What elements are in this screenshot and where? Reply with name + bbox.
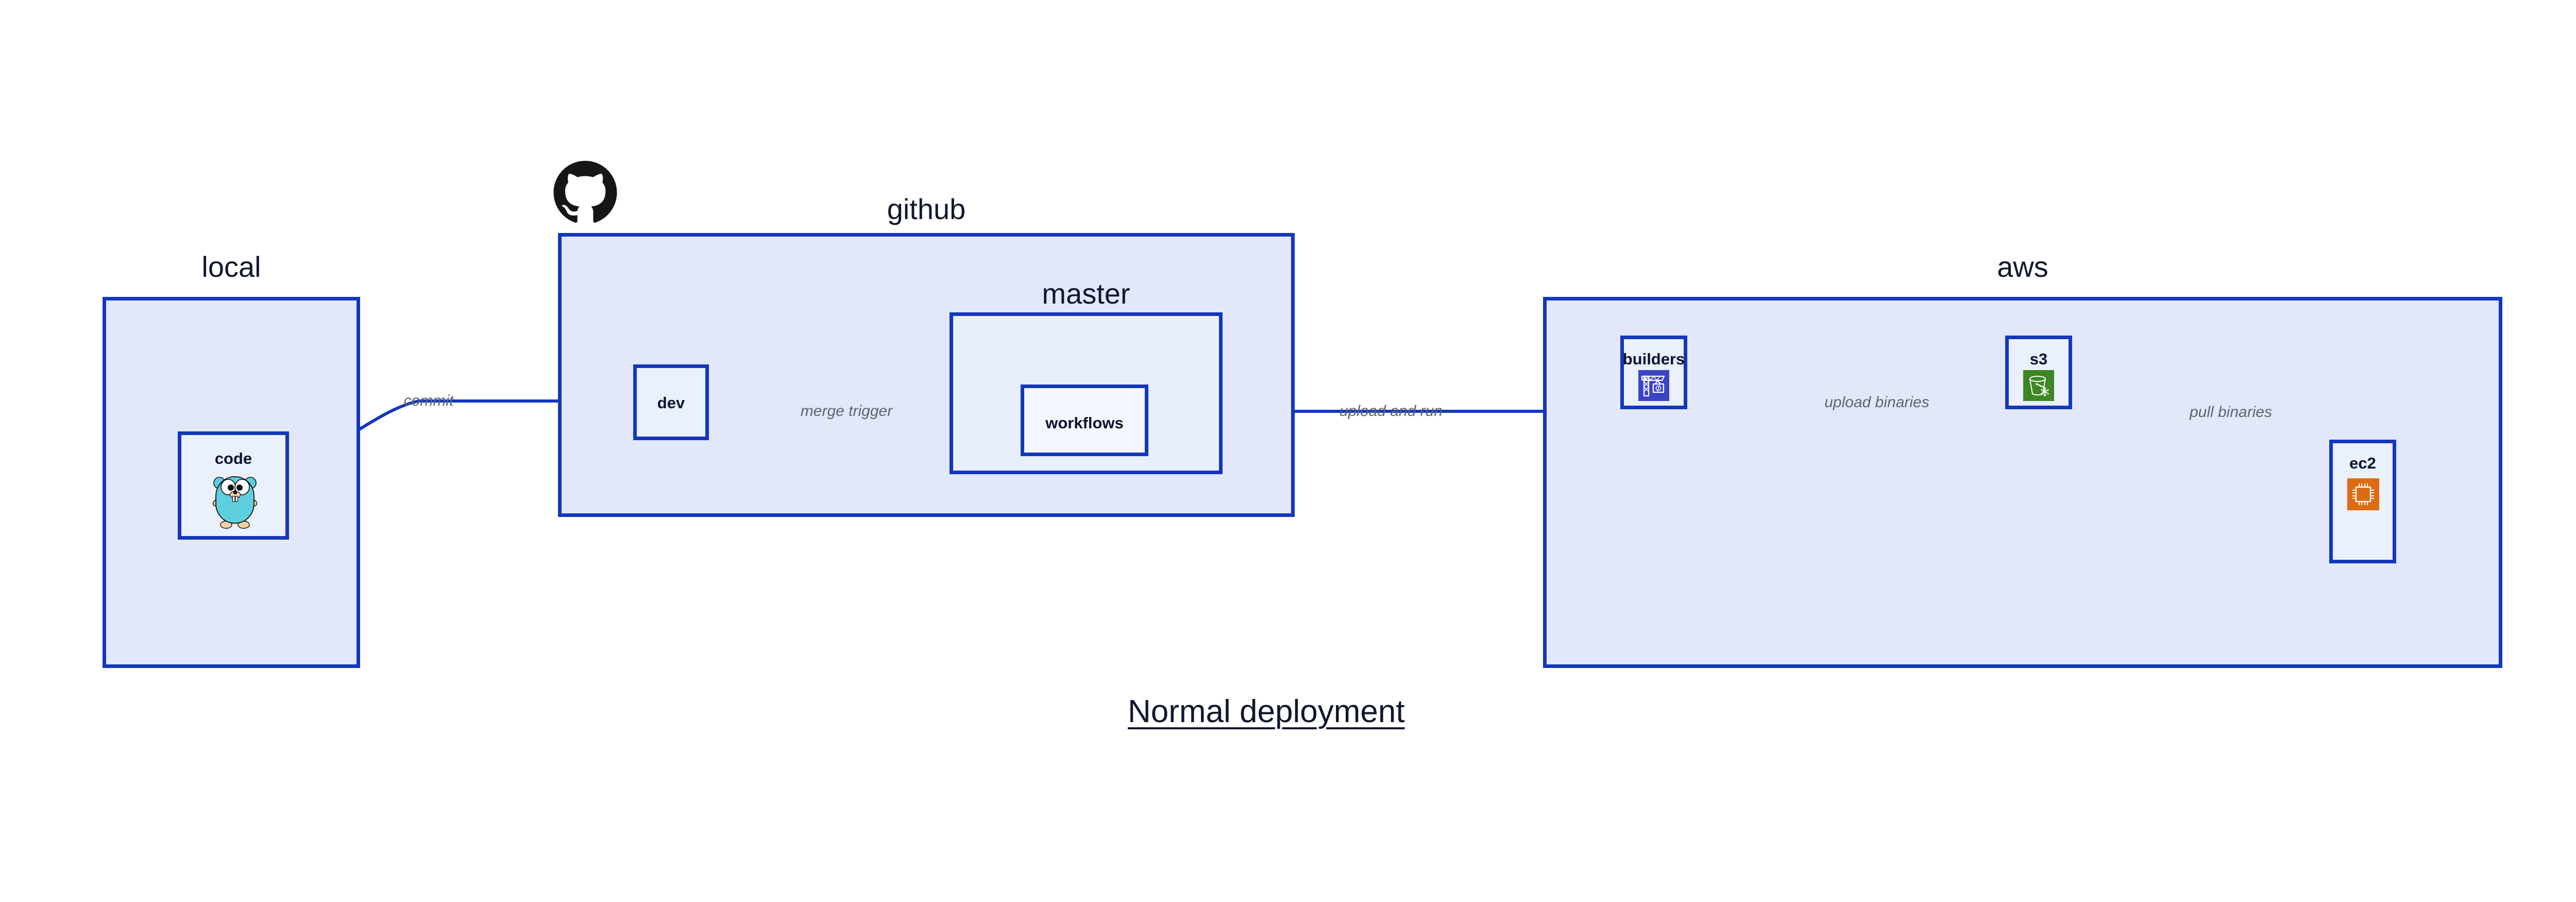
node-label-code: code xyxy=(214,449,252,467)
node-box-dev[interactable] xyxy=(633,364,709,440)
node-label-builders: builders xyxy=(1622,350,1685,368)
node-label-ec2: ec2 xyxy=(2349,454,2376,472)
edge-label-upload-binaries: upload binaries xyxy=(1824,394,1929,411)
group-label-aws: aws xyxy=(1997,250,2048,283)
aws-builders-crane-icon xyxy=(1638,370,1669,401)
group-label-master: master xyxy=(1042,277,1130,310)
github-octocat-logo xyxy=(553,161,618,224)
edge-label-upload-and-run: upload and run xyxy=(1339,403,1443,420)
node-label-dev: dev xyxy=(657,394,685,412)
edge-label-merge-trigger: merge trigger xyxy=(800,403,893,420)
go-gopher-icon xyxy=(211,472,259,529)
aws-s3-bucket-icon xyxy=(2023,370,2054,401)
group-label-local: local xyxy=(201,250,261,283)
diagram-title: Normal deployment xyxy=(1128,694,1405,729)
node-label-s3: s3 xyxy=(2029,350,2048,368)
node-box-builders[interactable] xyxy=(1620,336,1687,409)
node-label-workflows: workflows xyxy=(1045,414,1124,432)
edge-label-commit: commit xyxy=(403,392,454,409)
aws-ec2-chip-icon xyxy=(2347,478,2379,510)
group-label-github: github xyxy=(887,193,966,225)
edge-label-pull-binaries: pull binaries xyxy=(2189,404,2273,421)
node-box-workflows[interactable] xyxy=(1021,385,1148,456)
